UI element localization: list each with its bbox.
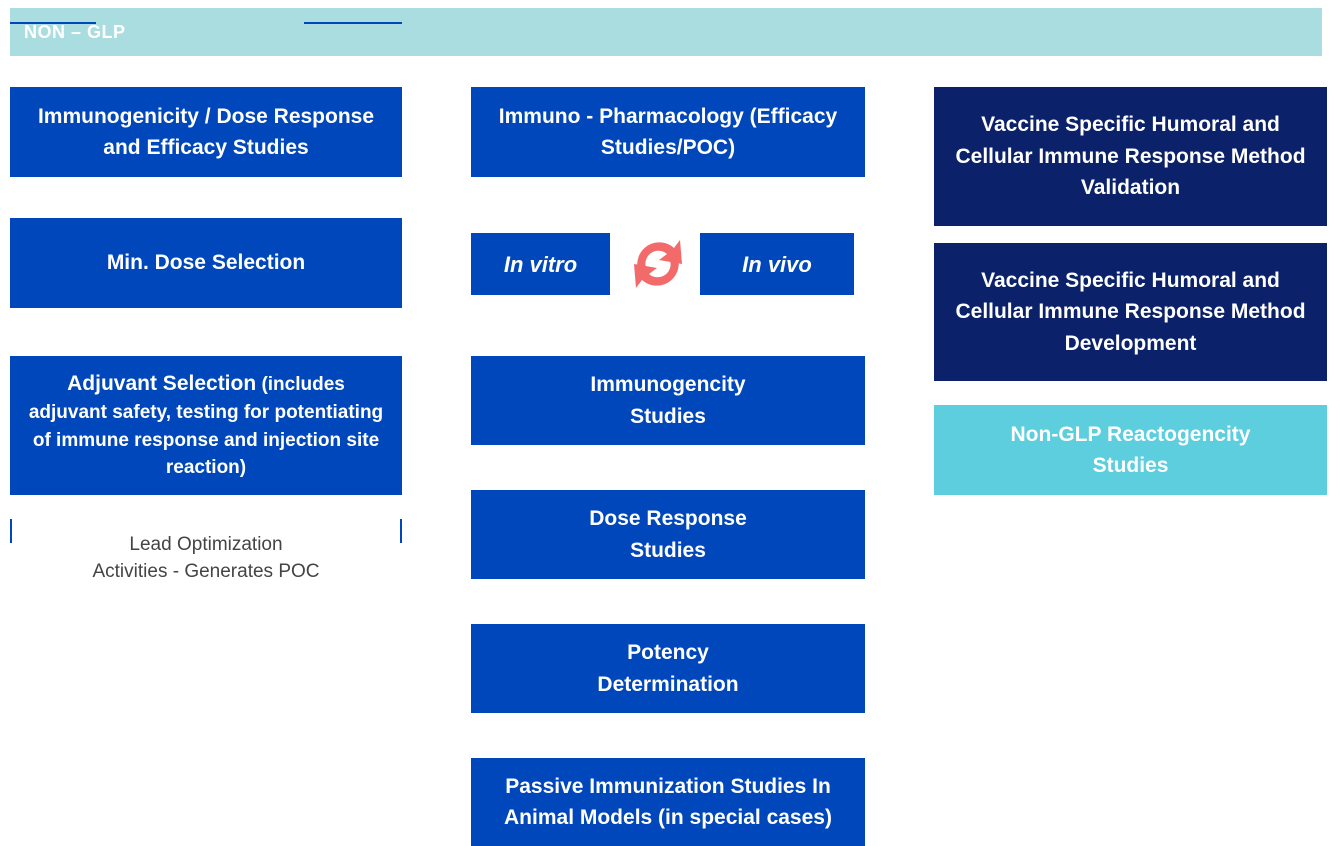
immunogenicity-dose-response-label: Immunogenicity / Dose Response and Effic… (37, 104, 375, 160)
method-validation-label: Vaccine Specific Humoral and Cellular Im… (955, 113, 1306, 200)
section-header: NON – GLP (10, 8, 1322, 56)
passive-immunization-box: Passive Immunization Studies In Animal M… (471, 758, 865, 846)
caption-line1: Lead Optimization (121, 534, 291, 555)
method-development-box: Vaccine Specific Humoral and Cellular Im… (934, 243, 1327, 381)
adjuvant-selection-detail: (includes adjuvant safety, testing for p… (28, 373, 384, 479)
lead-optimization-caption: Lead Optimization Activities - Generates… (10, 531, 402, 585)
in-vitro-label: In vitro (503, 251, 578, 277)
adjuvant-selection-box: Adjuvant Selection (includes adjuvant sa… (10, 356, 402, 495)
potency-determination-box: Potency Determination (471, 624, 865, 713)
adjuvant-selection-title: Adjuvant Selection (67, 371, 257, 395)
caption-line2: Activities - Generates POC (92, 561, 320, 582)
immunogencity-studies-box: Immunogencity Studies (471, 356, 865, 445)
reactogencity-studies-label: Non-GLP Reactogencity Studies (1010, 422, 1251, 478)
min-dose-selection-box: Min. Dose Selection (10, 218, 402, 308)
dose-response-studies-label: Dose Response Studies (589, 507, 747, 562)
lead-optimization-bracket (10, 519, 402, 543)
bracket-line-right (304, 22, 402, 24)
method-development-label: Vaccine Specific Humoral and Cellular Im… (955, 268, 1306, 355)
in-vivo-label: In vivo (742, 251, 812, 277)
method-validation-box: Vaccine Specific Humoral and Cellular Im… (934, 87, 1327, 226)
bracket-line-left (10, 22, 96, 24)
passive-immunization-label: Passive Immunization Studies In Animal M… (504, 774, 832, 830)
potency-determination-label: Potency Determination (597, 641, 739, 696)
in-vitro-box: In vitro (471, 233, 610, 295)
in-vivo-box: In vivo (700, 233, 854, 295)
immunogencity-studies-label: Immunogencity Studies (590, 373, 746, 428)
dose-response-studies-box: Dose Response Studies (471, 490, 865, 579)
refresh-cycle-icon (634, 240, 682, 288)
immuno-pharmacology-box: Immuno - Pharmacology (Efficacy Studies/… (471, 87, 865, 177)
min-dose-selection-label: Min. Dose Selection (106, 251, 306, 275)
immunogenicity-dose-response-box: Immunogenicity / Dose Response and Effic… (10, 87, 402, 177)
reactogencity-studies-box: Non-GLP Reactogencity Studies (934, 405, 1327, 495)
immuno-pharmacology-label: Immuno - Pharmacology (Efficacy Studies/… (498, 104, 838, 160)
